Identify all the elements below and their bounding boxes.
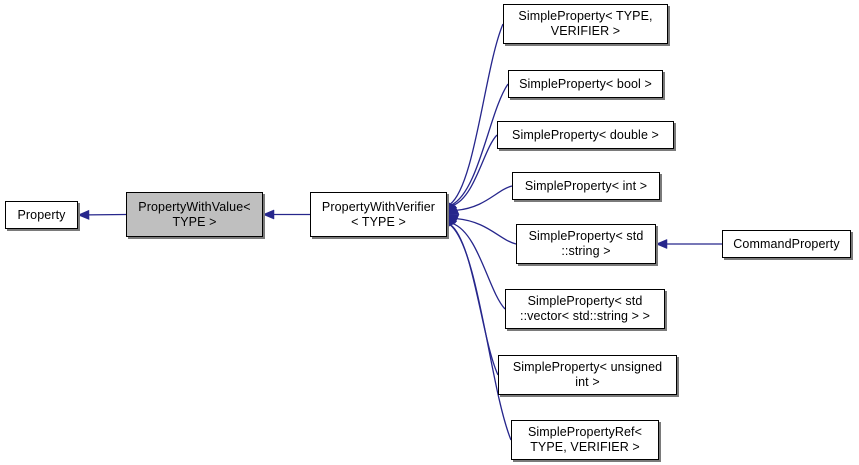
class-node-label: SimpleProperty< std ::vector< std::strin…: [520, 294, 650, 323]
class-node-label: PropertyWithValue< TYPE >: [138, 199, 251, 229]
class-node-label: CommandProperty: [733, 236, 840, 251]
class-node-property[interactable]: Property: [5, 201, 78, 229]
edge-simple-property-type-verifier--property-with-verifier: [449, 23, 504, 205]
class-node-simple-property-std-vector-string[interactable]: SimpleProperty< std ::vector< std::strin…: [505, 289, 665, 329]
edge-simple-property-std-string--property-with-verifier: [456, 217, 517, 245]
class-node-label: SimpleProperty< bool >: [519, 76, 652, 91]
arrowhead-simple-property-std-string--property-with-verifier: [446, 214, 460, 224]
class-node-simple-property-std-string[interactable]: SimpleProperty< std ::string >: [516, 224, 656, 264]
class-node-label: Property: [17, 207, 66, 222]
edge-simple-property-double--property-with-verifier: [452, 134, 498, 207]
arrowhead-property-with-value--property: [77, 209, 90, 220]
edge-simple-property-std-vector-string--property-with-verifier: [452, 222, 506, 310]
class-node-label: SimplePropertyRef< TYPE, VERIFIER >: [527, 425, 642, 454]
class-node-simple-property-double[interactable]: SimpleProperty< double >: [497, 121, 674, 149]
class-node-command-property[interactable]: CommandProperty: [722, 230, 851, 258]
class-node-simple-property-unsigned-int[interactable]: SimpleProperty< unsigned int >: [498, 355, 677, 395]
arrowhead-simple-property-int--property-with-verifier: [446, 205, 460, 215]
class-node-simple-property-bool[interactable]: SimpleProperty< bool >: [508, 70, 663, 98]
arrowhead-property-with-verifier--property-with-value: [262, 209, 275, 220]
edge-simple-property-ref--property-with-verifier: [449, 224, 512, 441]
class-node-label: SimpleProperty< TYPE, VERIFIER >: [518, 9, 653, 38]
class-node-property-with-value[interactable]: PropertyWithValue< TYPE >: [126, 192, 263, 237]
edge-simple-property-int--property-with-verifier: [456, 185, 513, 211]
class-node-simple-property-type-verifier[interactable]: SimpleProperty< TYPE, VERIFIER >: [503, 4, 668, 44]
class-node-simple-property-int[interactable]: SimpleProperty< int >: [512, 172, 660, 200]
class-node-property-with-verifier[interactable]: PropertyWithVerifier < TYPE >: [310, 192, 447, 237]
class-node-simple-property-ref[interactable]: SimplePropertyRef< TYPE, VERIFIER >: [511, 420, 659, 460]
edge-simple-property-unsigned-int--property-with-verifier: [449, 223, 499, 376]
class-node-label: SimpleProperty< std ::string >: [528, 229, 644, 258]
arrowhead-command-property--simple-property-std-string: [655, 239, 668, 249]
class-node-label: SimpleProperty< int >: [524, 178, 648, 193]
class-node-label: SimpleProperty< unsigned int >: [512, 360, 663, 389]
class-node-label: PropertyWithVerifier < TYPE >: [321, 199, 436, 229]
class-node-label: SimpleProperty< double >: [512, 127, 659, 142]
